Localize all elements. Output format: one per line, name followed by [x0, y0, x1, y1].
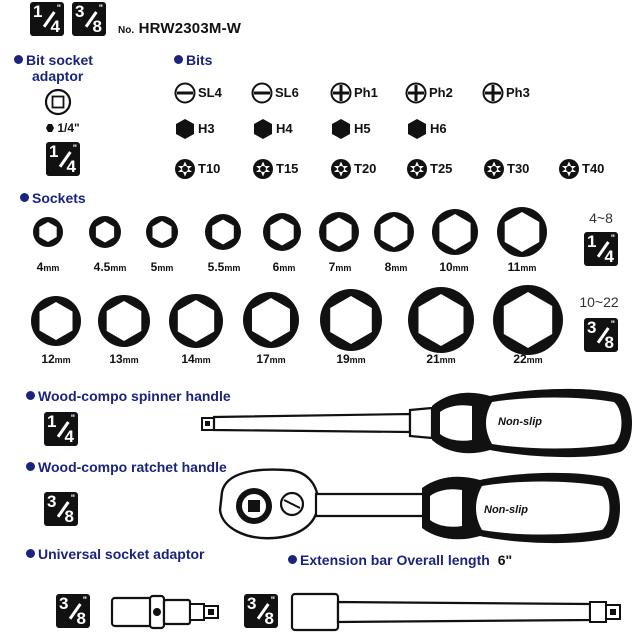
hex-icon — [176, 119, 194, 139]
socket-size-label: 12mm — [41, 352, 71, 366]
socket-drive-badge-quarter: 1 4 " — [584, 232, 618, 266]
phillips-icon — [482, 82, 504, 104]
adaptor-title: Bit socket adaptor — [14, 52, 93, 84]
universal-title: Universal socket adaptor — [26, 546, 205, 562]
socket-icon — [319, 212, 359, 252]
socket-size-label: 4.5mm — [93, 260, 127, 274]
spinner-handle-illustration — [201, 388, 632, 458]
socket-range-large: 10~22 — [579, 294, 619, 310]
socket-icon — [31, 296, 81, 346]
torx-icon — [484, 159, 504, 179]
adaptor-hex-size: 1/4" — [46, 121, 80, 135]
socket-size-label: 13mm — [109, 352, 139, 366]
hex-small-icon — [46, 124, 54, 132]
universal-drive-badge: 3 8 " — [56, 594, 90, 628]
socket-size-label: 5.5mm — [207, 260, 241, 274]
drive-badge-three-eighths: 3 8 " — [72, 2, 106, 36]
extension-title: Extension bar Overall length 6" — [288, 552, 512, 568]
socket-size-label: 11mm — [507, 260, 537, 274]
bits-title: Bits — [174, 52, 212, 68]
extension-bar-illustration — [290, 592, 621, 632]
socket-size-label: 8mm — [384, 260, 408, 274]
torx-icon — [253, 159, 273, 179]
phillips-icon — [330, 82, 352, 104]
socket-icon — [205, 214, 241, 250]
adaptor-drive-badge: 1 4 " — [46, 142, 80, 176]
phillips-icon — [405, 82, 427, 104]
socket-icon — [33, 217, 63, 247]
socket-icon — [89, 216, 121, 248]
hex-icon — [254, 119, 272, 139]
slotted-icon — [251, 82, 273, 104]
bit-socket-adaptor-icon — [44, 88, 72, 116]
socket-icon — [374, 212, 414, 252]
torx-icon — [407, 159, 427, 179]
socket-size-label: 5mm — [150, 260, 174, 274]
socket-icon — [320, 289, 382, 351]
extension-drive-badge: 3 8 " — [244, 594, 278, 628]
socket-icon — [169, 294, 223, 348]
socket-icon — [408, 287, 474, 353]
socket-range-small: 4~8 — [589, 210, 613, 226]
socket-size-label: 7mm — [328, 260, 352, 274]
ratchet-handle-illustration — [218, 468, 620, 544]
socket-size-label: 10mm — [439, 260, 469, 274]
socket-icon — [493, 285, 563, 355]
socket-size-label: 14mm — [181, 352, 211, 366]
ratchet-drive-badge: 3 8 " — [44, 492, 78, 526]
slotted-icon — [174, 82, 196, 104]
torx-icon — [559, 159, 579, 179]
socket-icon — [432, 209, 478, 255]
socket-icon — [146, 216, 178, 248]
ratchet-title: Wood-compo ratchet handle — [26, 459, 227, 475]
socket-size-label: 4mm — [36, 260, 60, 274]
model-number: No. HRW2303M-W — [118, 20, 242, 37]
sockets-title: Sockets — [20, 190, 86, 206]
spinner-grip-label: Non-slip — [498, 416, 542, 428]
socket-drive-badge-three-eighths: 3 8 " — [584, 318, 618, 352]
socket-icon — [497, 207, 547, 257]
spinner-title: Wood-compo spinner handle — [26, 388, 231, 404]
torx-icon — [331, 159, 351, 179]
socket-icon — [98, 295, 150, 347]
socket-size-label: 19mm — [336, 352, 366, 366]
torx-icon — [175, 159, 195, 179]
socket-icon — [243, 292, 299, 348]
socket-size-label: 17mm — [256, 352, 286, 366]
hex-icon — [408, 119, 426, 139]
drive-badge-quarter: 1 4 " — [30, 2, 64, 36]
socket-size-label: 22mm — [513, 352, 543, 366]
ratchet-grip-label: Non-slip — [484, 504, 528, 516]
socket-icon — [263, 213, 301, 251]
socket-size-label: 21mm — [426, 352, 456, 366]
spinner-drive-badge: 1 4 " — [44, 412, 78, 446]
hex-icon — [332, 119, 350, 139]
socket-size-label: 6mm — [272, 260, 296, 274]
universal-joint-illustration — [110, 594, 219, 630]
